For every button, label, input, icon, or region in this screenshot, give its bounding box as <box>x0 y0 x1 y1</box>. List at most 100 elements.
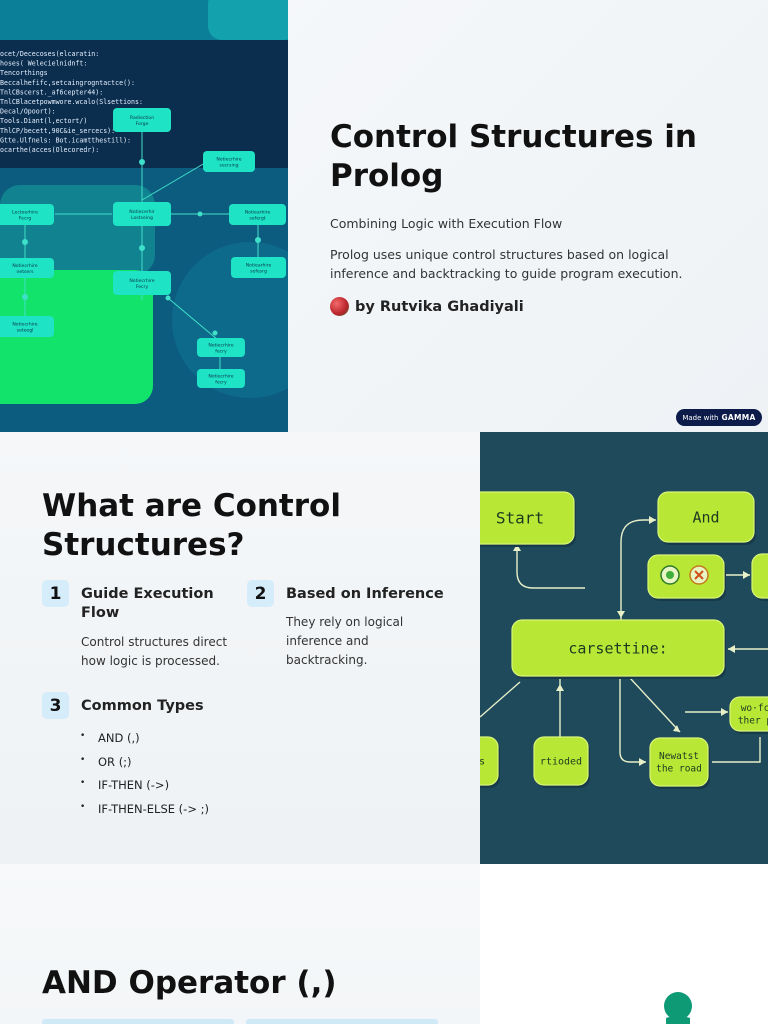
svg-text:Notiearhire: Notiearhire <box>245 210 271 216</box>
gear-icon <box>660 565 709 585</box>
svg-text:seteegl: seteegl <box>17 328 34 334</box>
badge-prefix: Made with <box>682 413 719 422</box>
svg-text:Start: Start <box>496 509 544 528</box>
number-badge: 2 <box>247 580 274 607</box>
title-slide: ocet/Dececoses(elcaratin: hoses( Weleciel… <box>0 0 768 432</box>
flow-node: carsettine: <box>511 619 726 679</box>
card-based-on-inference: 2 Based on Inference They rely on logica… <box>247 580 467 680</box>
flow-node: Start <box>480 491 576 547</box>
control-structures-slide: What are Control Structures? 1 Guide Exe… <box>0 432 768 864</box>
code-line: TnlCBscerst._af6cepter44): <box>0 88 103 96</box>
card-title: Guide Execution Flow <box>81 586 214 621</box>
svg-text:sefergt: sefergt <box>249 216 265 222</box>
author-row: by Rutvika Ghadiyali <box>330 297 730 316</box>
card-title: Common Types <box>81 698 204 714</box>
types-list: AND (,) OR (;) IF-THEN (->) IF-THEN-ELSE… <box>80 725 209 822</box>
code-line: Gtte.Ulfnels: Bot.icamtthestill): <box>0 136 131 144</box>
svg-text:Fecrg: Fecrg <box>19 216 32 222</box>
code-line: ocet/Dececoses(elcaratin: <box>0 50 99 58</box>
svg-text:carsettine:: carsettine: <box>568 639 667 657</box>
page-title: Control Structures in Prolog <box>330 119 697 194</box>
svg-text:fecry: fecry <box>215 349 227 355</box>
flow-node: wo·fc ther p <box>729 696 768 734</box>
svg-text:rtioded: rtioded <box>540 757 582 768</box>
flow-node: rtioded <box>533 736 590 788</box>
avatar <box>330 297 349 316</box>
code-line: TnlCBlacetpowmwore.wcalo(Slsettions: <box>0 98 143 106</box>
card-top-edge <box>42 1019 234 1024</box>
svg-text:Notiearhire: Notiearhire <box>246 263 272 269</box>
svg-text:the road: the road <box>656 764 702 775</box>
made-with-gamma-badge[interactable]: Made with GAMMA <box>676 409 762 426</box>
svg-text:Fecry: Fecry <box>136 284 149 290</box>
code-line: Tencorthings <box>0 69 48 77</box>
svg-text:Notiecrhire: Notiecrhire <box>208 343 233 349</box>
svg-text:wo·fc: wo·fc <box>741 703 768 714</box>
number-badge: 1 <box>42 580 69 607</box>
flow-node <box>751 553 768 601</box>
list-item: IF-THEN-ELSE (-> ;) <box>80 796 209 822</box>
code-line: ocarthe(acces(Olecoredr): <box>0 146 99 154</box>
card-guide-execution: 1 Guide Execution Flow Control structure… <box>42 580 232 680</box>
svg-text:sefesrg: sefesrg <box>250 269 267 275</box>
title-block: Control Structures in Prolog Combining L… <box>330 118 730 316</box>
image-placeholder <box>480 864 768 1024</box>
and-operator-slide: AND Operator (,) <box>0 864 768 1024</box>
card-body: They rely on logical inference and backt… <box>286 615 404 667</box>
card-title: Based on Inference <box>286 586 444 602</box>
svg-text:is: is <box>480 757 485 768</box>
svg-text:netsers: netsers <box>16 269 34 275</box>
flowchart-image: Start And carsettine: is rtioded Newatst the r… <box>480 432 768 864</box>
list-item: AND (,) <box>80 725 209 751</box>
svg-text:Newatst: Newatst <box>659 751 699 762</box>
card-body: Control structures direct how logic is p… <box>81 635 228 668</box>
list-item: IF-THEN (->) <box>80 772 209 798</box>
svg-text:Notiecrhire: Notiecrhire <box>216 157 241 163</box>
svg-text:Radiection: Radiection <box>130 115 154 121</box>
section-title: What are Control Structures? <box>42 488 341 563</box>
badge-brand: GAMMA <box>721 413 756 422</box>
svg-text:Notiecrhire: Notiecrhire <box>12 263 37 269</box>
svg-text:ther p: ther p <box>738 716 768 727</box>
code-line: hoses( Welecielnidnft: <box>0 60 87 68</box>
svg-text:Notiecrhire: Notiecrhire <box>129 278 154 284</box>
author-name: by Rutvika Ghadiyali <box>355 298 524 315</box>
flow-node: is <box>480 736 500 788</box>
code-line: ThlCP/becett,90C&ie_sercecs): <box>0 127 115 135</box>
code-line: Tools.Diant(l,ectort/) <box>0 117 87 125</box>
description: Prolog uses unique control structures ba… <box>330 247 683 281</box>
flow-node <box>647 554 726 601</box>
svg-text:fecry: fecry <box>215 380 227 386</box>
section-title: AND Operator (,) <box>42 965 337 1001</box>
svg-text:Lectoerhire: Lectoerhire <box>12 210 38 216</box>
svg-text:Forge: Forge <box>136 121 149 127</box>
flow-node: And <box>657 491 756 545</box>
svg-text:Notiecrhire: Notiecrhire <box>208 374 233 380</box>
subtitle: Combining Logic with Execution Flow <box>330 216 563 231</box>
svg-text:Lostseing: Lostseing <box>131 215 153 221</box>
list-item: OR (;) <box>80 749 209 775</box>
svg-text:Notiecerhir: Notiecerhir <box>129 209 154 215</box>
person-figure-icon <box>664 992 692 1024</box>
flow-node: Newatst the road <box>649 737 710 789</box>
card-top-edge <box>246 1019 438 1024</box>
svg-text:Notiecrhire: Notiecrhire <box>12 322 37 328</box>
svg-text:And: And <box>692 508 719 526</box>
code-line: Beccalhefifc,setcaingrogntactce(): <box>0 79 135 87</box>
code-diagram-image: ocet/Dececoses(elcaratin: hoses( Weleciel… <box>0 0 288 432</box>
code-line: Decal/Opoort): <box>0 108 56 116</box>
card-common-types: 3 Common Types <box>42 692 292 722</box>
number-badge: 3 <box>42 692 69 719</box>
svg-text:secrsing: secrsing <box>219 163 238 169</box>
